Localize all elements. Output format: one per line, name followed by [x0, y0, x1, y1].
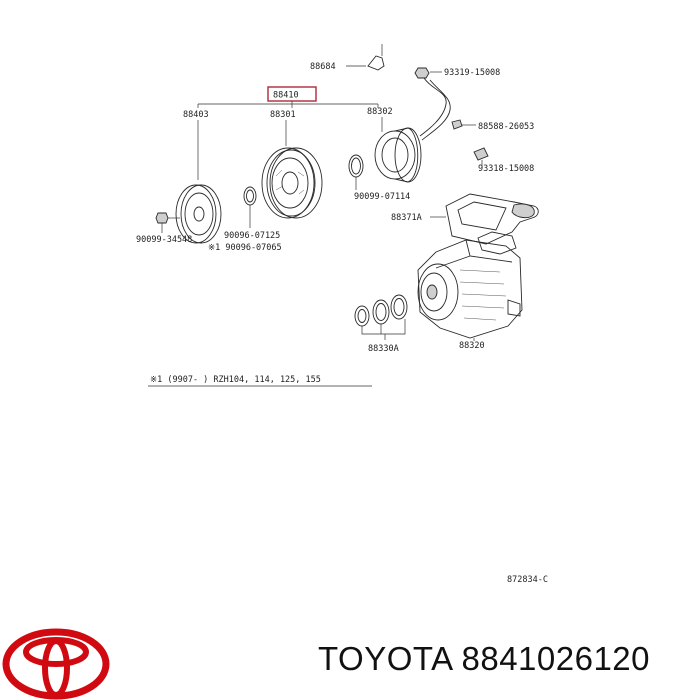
callout-88330A[interactable]: 88330A: [368, 344, 399, 354]
bolt-93318: [473, 147, 489, 161]
callout-90096-07125[interactable]: 90096-07125: [224, 231, 280, 241]
bolt-93319: [414, 67, 430, 79]
applicability-note: ※1 (9907- ) RZH104, 114, 125, 155: [150, 375, 321, 385]
compressor-88320: [417, 231, 523, 339]
brand-name: TOYOTA: [318, 640, 452, 677]
callout-88320[interactable]: 88320: [459, 341, 485, 351]
callout-90099-34548[interactable]: 90099-34548: [136, 235, 192, 245]
brand-part-number: TOYOTA 8841026120: [318, 640, 650, 678]
callout-93319-15008[interactable]: 93319-15008: [444, 68, 500, 78]
figure-number: 872834-C: [507, 575, 548, 585]
bracket-88330A: [361, 319, 406, 340]
callout-88410[interactable]: 88410: [273, 91, 299, 101]
bolt-90099-34548: [155, 212, 169, 224]
o-rings-88330A: [354, 294, 408, 327]
bracket-88410: [197, 101, 379, 108]
callout-93318-15008[interactable]: 93318-15008: [478, 164, 534, 174]
bolt-88588: [451, 119, 463, 130]
toyota-logo: [2, 628, 110, 700]
callout-88403[interactable]: 88403: [183, 110, 209, 120]
callout-88371A[interactable]: 88371A: [391, 213, 422, 223]
field-coil-88302: [374, 127, 422, 183]
wire-harness: [419, 77, 451, 141]
pulley-88301: [261, 147, 323, 219]
callout-90096-07065[interactable]: ※1 90096-07065: [208, 243, 282, 253]
callout-88302[interactable]: 88302: [367, 107, 393, 117]
callout-88588-26053[interactable]: 88588-26053: [478, 122, 534, 132]
sensor-clip: [367, 55, 385, 71]
pressure-plate-88403: [175, 184, 222, 244]
callout-90099-07114[interactable]: 90099-07114: [354, 192, 410, 202]
callout-88301[interactable]: 88301: [270, 110, 296, 120]
callout-88684[interactable]: 88684: [310, 62, 336, 72]
gasket-88371A: [445, 193, 539, 245]
part-number: 8841026120: [461, 640, 651, 677]
